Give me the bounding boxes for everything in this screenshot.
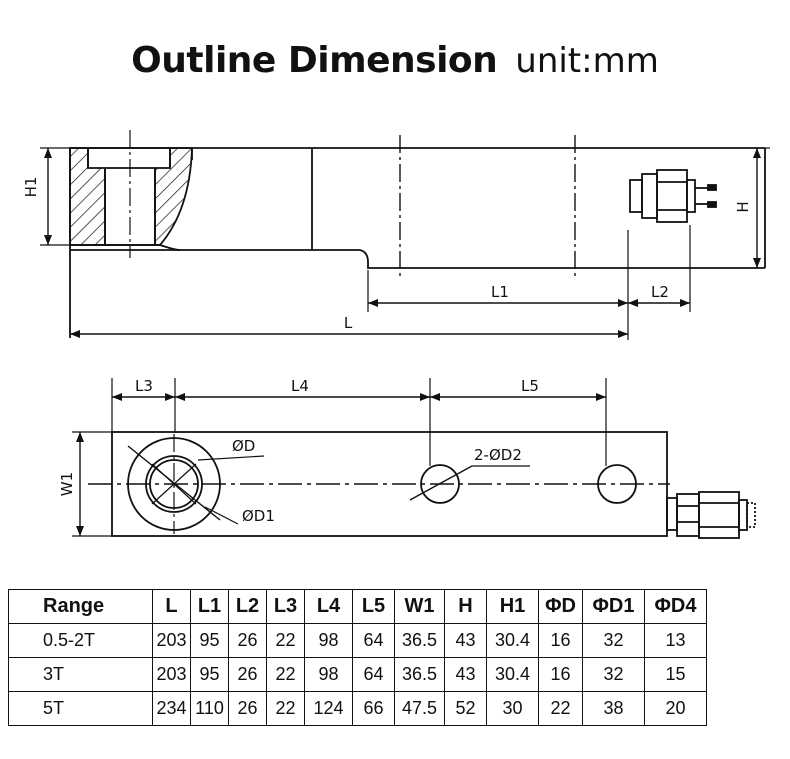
label-d1: ØD1 xyxy=(242,507,275,525)
table-cell: 38 xyxy=(582,691,645,726)
label-h1: H1 xyxy=(22,177,40,198)
title-main: Outline Dimension xyxy=(131,40,498,81)
header-l1: L1 xyxy=(190,589,229,624)
top-view-drawing: L3 L4 L5 W1 ØD ØD1 2-ØD2 xyxy=(58,377,756,539)
table-cell: 203 xyxy=(152,623,191,658)
table-cell: 95 xyxy=(190,657,229,692)
table-cell: 22 xyxy=(266,657,305,692)
label-l: L xyxy=(344,314,353,332)
table-cell: 13 xyxy=(644,623,707,658)
table-cell: 30.4 xyxy=(486,623,539,658)
table-cell: 124 xyxy=(304,691,353,726)
label-l2: L2 xyxy=(651,283,669,301)
table-cell: 47.5 xyxy=(394,691,445,726)
header-d: ΦD xyxy=(538,589,583,624)
table-cell: 98 xyxy=(304,657,353,692)
table-cell: 32 xyxy=(582,623,645,658)
table-cell: 95 xyxy=(190,623,229,658)
label-d: ØD xyxy=(232,437,255,455)
table-cell: 20 xyxy=(644,691,707,726)
spec-table: Range L L1 L2 L3 L4 L5 W1 H H1 ΦD ΦD1 ΦD… xyxy=(8,589,707,726)
table-cell: 26 xyxy=(228,691,267,726)
table-row: 0.5-2T 203 95 26 22 98 64 36.5 43 30.4 1… xyxy=(8,623,707,658)
label-l4: L4 xyxy=(291,377,309,395)
table-cell: 43 xyxy=(444,623,487,658)
table-cell: 26 xyxy=(228,657,267,692)
header-range: Range xyxy=(8,589,153,624)
table-cell: 16 xyxy=(538,657,583,692)
title-unit: unit:mm xyxy=(515,41,659,81)
mount-hole-d2-right xyxy=(597,464,637,504)
page-title: Outline Dimension unit:mm xyxy=(0,40,790,81)
label-w1: W1 xyxy=(58,472,76,496)
header-l5: L5 xyxy=(352,589,395,624)
table-cell: 16 xyxy=(538,623,583,658)
table-cell: 98 xyxy=(304,623,353,658)
table-row: 5T 234 110 26 22 124 66 47.5 52 30 22 38… xyxy=(8,691,707,726)
table-header-row: Range L L1 L2 L3 L4 L5 W1 H H1 ΦD ΦD1 ΦD… xyxy=(8,589,707,624)
table-cell: 22 xyxy=(266,691,305,726)
table-cell: 26 xyxy=(228,623,267,658)
table-cell: 64 xyxy=(352,623,395,658)
header-d1: ΦD1 xyxy=(582,589,645,624)
table-cell: 66 xyxy=(352,691,395,726)
top-connector-body xyxy=(666,497,678,531)
label-l5: L5 xyxy=(521,377,539,395)
header-l3: L3 xyxy=(266,589,305,624)
table-row: 3T 203 95 26 22 98 64 36.5 43 30.4 16 32… xyxy=(8,657,707,692)
label-l1: L1 xyxy=(491,283,509,301)
table-cell: 22 xyxy=(266,623,305,658)
table-cell: 32 xyxy=(582,657,645,692)
table-cell: 30 xyxy=(486,691,539,726)
table-cell: 203 xyxy=(152,657,191,692)
table-cell: 22 xyxy=(538,691,583,726)
table-cell: 36.5 xyxy=(394,623,445,658)
side-view-drawing: H1 H L1 L2 L xyxy=(22,130,770,340)
side-connector-body xyxy=(629,179,643,213)
header-d4: ΦD4 xyxy=(644,589,707,624)
header-l4: L4 xyxy=(304,589,353,624)
table-cell: 43 xyxy=(444,657,487,692)
header-l2: L2 xyxy=(228,589,267,624)
label-h: H xyxy=(734,201,752,212)
table-cell: 3T xyxy=(8,657,153,692)
table-cell: 52 xyxy=(444,691,487,726)
table-cell: 64 xyxy=(352,657,395,692)
header-w1: W1 xyxy=(394,589,445,624)
table-cell: 0.5-2T xyxy=(8,623,153,658)
header-h1: H1 xyxy=(486,589,539,624)
table-cell: 36.5 xyxy=(394,657,445,692)
table-cell: 30.4 xyxy=(486,657,539,692)
label-d2: 2-ØD2 xyxy=(474,446,522,464)
header-h: H xyxy=(444,589,487,624)
header-l: L xyxy=(152,589,191,624)
mount-hole-d2-left xyxy=(420,464,460,504)
table-cell: 15 xyxy=(644,657,707,692)
table-cell: 110 xyxy=(190,691,229,726)
label-l3: L3 xyxy=(135,377,153,395)
table-cell: 234 xyxy=(152,691,191,726)
table-cell: 5T xyxy=(8,691,153,726)
